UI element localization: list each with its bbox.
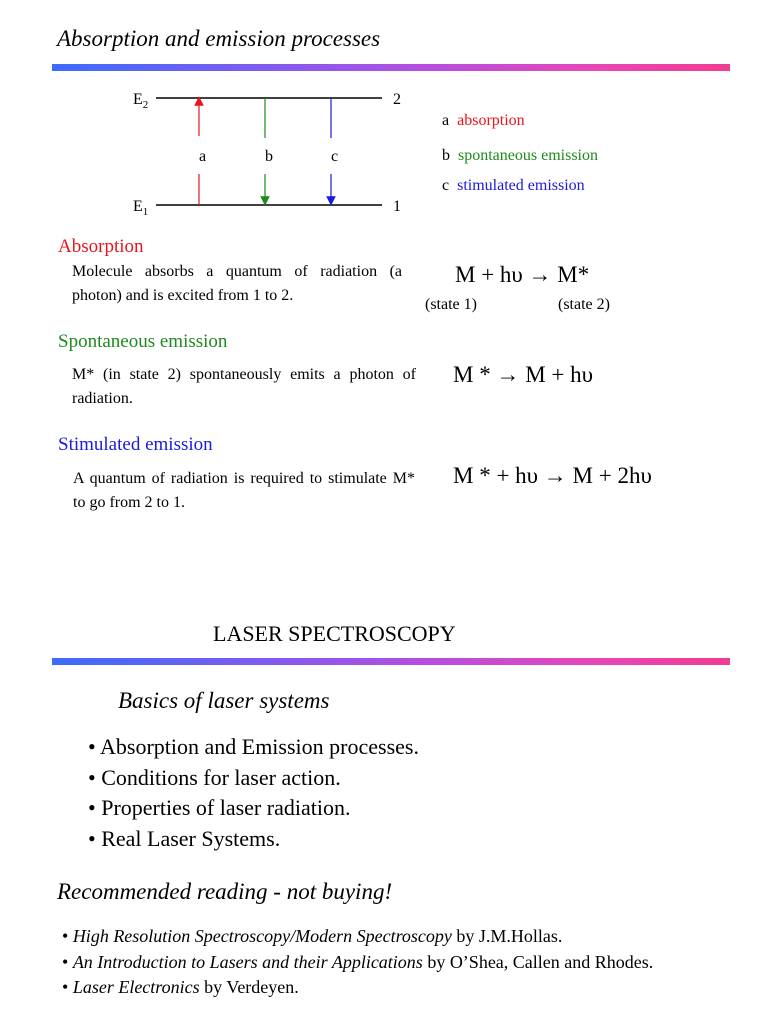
slide-title: LASER SPECTROSCOPY	[213, 621, 456, 646]
e2-label: E2	[133, 91, 149, 112]
reading-item: • High Resolution Spectroscopy/Modern Sp…	[62, 926, 563, 946]
e1-label: E1	[133, 198, 149, 219]
spontaneous-heading: Spontaneous emission	[58, 331, 228, 352]
spontaneous-equation: M * → M + hυ	[453, 362, 594, 387]
arrow-b-label: b	[265, 148, 273, 165]
stimulated-equation: M * + hυ → M + 2hυ	[453, 463, 652, 488]
stimulated-heading: Stimulated emission	[58, 434, 213, 455]
legend-item-stimulated: c stimulated emission	[442, 177, 585, 194]
gradient-divider	[52, 64, 730, 71]
state-2-label: (state 2)	[558, 296, 610, 313]
absorption-heading: Absorption	[58, 236, 144, 257]
gradient-divider-2	[52, 658, 730, 665]
stimulated-text: A quantum of radiation is required to st…	[73, 470, 415, 511]
absorption-equation: M + hυ → M*	[455, 262, 590, 287]
level-2-label: 2	[393, 91, 401, 108]
subtitle: Basics of laser systems	[118, 688, 330, 713]
reading-item: • An Introduction to Lasers and their Ap…	[62, 951, 654, 972]
legend-item-absorption: a absorption	[442, 112, 525, 129]
energy-level-diagram	[156, 96, 382, 206]
spontaneous-text: M* (in state 2) spontaneously emits a ph…	[72, 366, 416, 407]
reading-item: • Laser Electronics by Verdeyen.	[62, 977, 299, 997]
state-1-label: (state 1)	[425, 296, 477, 313]
list-item: • Real Laser Systems.	[88, 825, 281, 851]
book-title: An Introduction to Lasers and their Appl…	[72, 951, 423, 972]
list-item: • Properties of laser radiation.	[88, 795, 351, 820]
list-item: • Conditions for laser action.	[88, 764, 341, 790]
level-1-label: 1	[393, 198, 401, 215]
reading-heading: Recommended reading - not buying!	[57, 879, 393, 904]
legend-item-spontaneous: b spontaneous emission	[442, 147, 598, 164]
arrow-a-label: a	[199, 148, 207, 165]
section-title: Absorption and emission processes	[57, 26, 381, 51]
absorption-text: Molecule absorbs a quantum of radiation …	[72, 263, 402, 304]
list-item: • Absorption and Emission processes.	[88, 734, 419, 759]
book-title: Laser Electronics	[72, 977, 200, 997]
reading-list: • High Resolution Spectroscopy/Modern Sp…	[62, 924, 712, 1001]
arrow-c-label: c	[331, 148, 339, 165]
bullet-list: • Absorption and Emission processes. • C…	[88, 732, 419, 854]
book-title: High Resolution Spectroscopy/Modern Spec…	[72, 926, 452, 946]
